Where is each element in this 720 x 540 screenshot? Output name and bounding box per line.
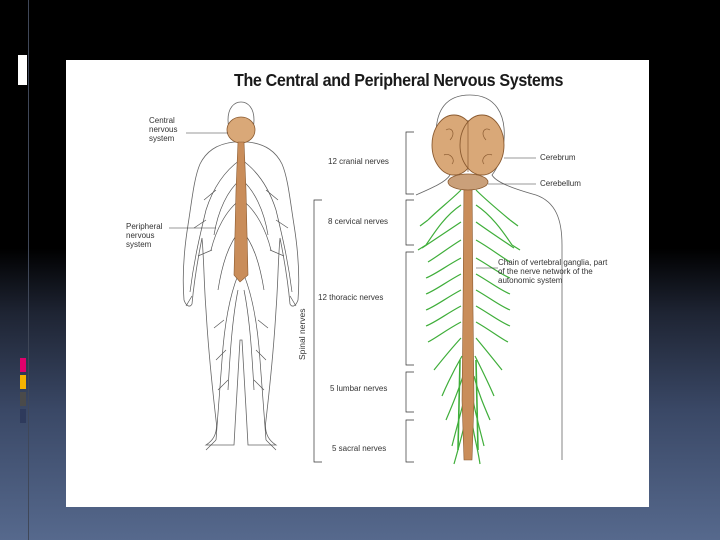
- right-leader-lines: [476, 157, 536, 269]
- label-cerebellum: Cerebellum: [540, 179, 581, 188]
- right-brain: [431, 114, 505, 191]
- label-sacral-nerves: 5 sacral nerves: [332, 444, 387, 453]
- accent-bar-gray: [20, 392, 26, 406]
- peripheral-nerves: [185, 159, 297, 451]
- label-cervical-nerves: 8 cervical nerves: [328, 217, 389, 226]
- diagram-panel: The Central and Peripheral Nervous Syste…: [66, 60, 649, 507]
- label-cranial-nerves: 12 cranial nerves: [328, 157, 389, 166]
- accent-bar-pink: [20, 358, 26, 372]
- diagram-title: The Central and Peripheral Nervous Syste…: [234, 70, 564, 90]
- spinal-nerves-green: [417, 189, 521, 465]
- accent-bar-yellow: [20, 375, 26, 389]
- right-spinal-cord: [457, 177, 479, 461]
- label-lumbar-nerves: 5 lumbar nerves: [330, 384, 388, 393]
- left-rule: [28, 0, 29, 540]
- label-cerebrum: Cerebrum: [540, 153, 576, 162]
- accent-bar-navy: [20, 409, 26, 423]
- deco-square: [18, 55, 27, 85]
- label-spinal-nerves: Spinal nerves: [297, 308, 307, 360]
- left-leader-lines: [169, 132, 228, 229]
- nervous-system-illustration: [169, 94, 563, 465]
- nerve-group-brackets: [313, 131, 414, 463]
- left-cns: [226, 116, 256, 283]
- label-pns: Peripheral nervous system: [126, 222, 163, 249]
- label-cns: Central nervous system: [149, 116, 178, 143]
- label-thoracic-nerves: 12 thoracic nerves: [318, 293, 384, 302]
- label-vertebral-ganglia: Chain of vertebral ganglia, part of the …: [498, 258, 608, 285]
